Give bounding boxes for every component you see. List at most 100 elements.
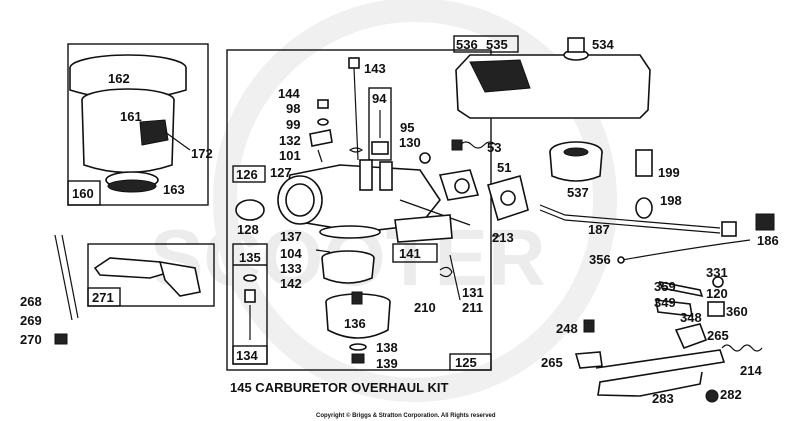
bracket-265-a bbox=[674, 323, 708, 350]
label-265-top: 265 bbox=[707, 328, 729, 343]
label-214: 214 bbox=[740, 363, 762, 378]
label-box-126 bbox=[232, 165, 266, 183]
label-282: 282 bbox=[720, 387, 742, 402]
label-101: 101 bbox=[279, 148, 301, 163]
label-box-160 bbox=[67, 180, 101, 206]
linkage-frame bbox=[87, 243, 215, 307]
label-128: 128 bbox=[237, 222, 259, 237]
seat-135 bbox=[244, 289, 256, 303]
label-120: 120 bbox=[706, 286, 728, 301]
label-331: 331 bbox=[706, 265, 728, 280]
shaft-131 bbox=[399, 199, 471, 226]
label-160: 160 bbox=[72, 186, 94, 201]
spring-144 bbox=[348, 147, 364, 153]
gasket-137 bbox=[319, 225, 381, 239]
jet-box-94 bbox=[368, 87, 392, 161]
fuel-tank-group bbox=[453, 35, 651, 119]
fitting-53 bbox=[451, 139, 463, 151]
washer-120 bbox=[712, 276, 724, 288]
cable-end-356 bbox=[617, 256, 625, 264]
fitting-187 bbox=[721, 221, 737, 237]
bracket-141 bbox=[394, 214, 453, 243]
label-356: 356 bbox=[589, 252, 611, 267]
label-360: 360 bbox=[726, 304, 748, 319]
screw-98 bbox=[317, 99, 329, 109]
label-143: 143 bbox=[364, 61, 386, 76]
label-161: 161 bbox=[120, 109, 142, 124]
label-98: 98 bbox=[286, 101, 300, 116]
flange-hole bbox=[454, 178, 470, 194]
plate-283 bbox=[595, 349, 726, 397]
label-265-bottom: 265 bbox=[541, 355, 563, 370]
cable-269 bbox=[61, 234, 79, 319]
nut-270 bbox=[54, 333, 68, 345]
carburetor-frame bbox=[226, 49, 492, 371]
label-99: 99 bbox=[286, 117, 300, 132]
label-248: 248 bbox=[556, 321, 578, 336]
cable-356 bbox=[621, 239, 751, 261]
label-131: 131 bbox=[462, 285, 484, 300]
screw-130 bbox=[419, 152, 431, 164]
screw-282 bbox=[705, 389, 719, 403]
pin-104 bbox=[315, 249, 331, 253]
label-134: 134 bbox=[236, 348, 258, 363]
washer-99 bbox=[317, 118, 329, 126]
bulb-198 bbox=[635, 197, 653, 219]
label-199: 199 bbox=[658, 165, 680, 180]
needle-head-143 bbox=[348, 57, 360, 69]
screw-248 bbox=[583, 319, 595, 333]
bracket-265-b bbox=[574, 351, 603, 369]
label-213: 213 bbox=[492, 230, 514, 245]
label-537: 537 bbox=[567, 185, 589, 200]
spring-210 bbox=[439, 266, 453, 278]
copyright-notice: Copyright © Briggs & Stratton Corporatio… bbox=[316, 412, 496, 419]
label-box-125 bbox=[449, 353, 492, 371]
label-126: 126 bbox=[236, 167, 258, 182]
cap-top-534 bbox=[567, 37, 585, 53]
label-348: 348 bbox=[680, 310, 702, 325]
label-534: 534 bbox=[592, 37, 614, 52]
gasket-hole-51 bbox=[500, 190, 516, 206]
link-349 bbox=[658, 280, 704, 298]
label-187: 187 bbox=[588, 222, 610, 237]
part-labels: 162 161 172 160 163 268 269 270 271 143 … bbox=[20, 37, 779, 406]
nut-139 bbox=[351, 353, 365, 364]
fuel-line-187-b bbox=[539, 209, 721, 234]
leader-172 bbox=[164, 131, 191, 151]
label-536: 536 bbox=[456, 37, 478, 52]
label-136: 136 bbox=[344, 316, 366, 331]
clamp-186 bbox=[755, 213, 775, 231]
filter-core-537 bbox=[563, 147, 589, 157]
label-186: 186 bbox=[757, 233, 779, 248]
label-104: 104 bbox=[280, 246, 302, 261]
float-133 bbox=[321, 257, 375, 284]
label-268: 268 bbox=[20, 294, 42, 309]
label-130: 130 bbox=[399, 135, 421, 150]
linkage-group bbox=[54, 234, 215, 345]
label-box-271 bbox=[87, 287, 121, 307]
link-211 bbox=[449, 254, 461, 301]
spring-214 bbox=[721, 344, 763, 352]
label-138: 138 bbox=[376, 340, 398, 355]
label-269: 269 bbox=[20, 313, 42, 328]
watermark-ring bbox=[213, 0, 617, 402]
label-198: 198 bbox=[660, 193, 682, 208]
label-137: 137 bbox=[280, 229, 302, 244]
fuel-line-187 bbox=[539, 204, 721, 229]
label-box-141 bbox=[392, 243, 438, 263]
filter-535 bbox=[469, 59, 531, 93]
label-139: 139 bbox=[376, 356, 398, 371]
label-210: 210 bbox=[414, 300, 436, 315]
bowl-136 bbox=[325, 301, 391, 339]
label-box-536 bbox=[453, 35, 519, 53]
bowl-nut bbox=[351, 291, 363, 305]
label-163: 163 bbox=[163, 182, 185, 197]
label-172: 172 bbox=[191, 146, 213, 161]
label-162: 162 bbox=[108, 71, 130, 86]
label-144: 144 bbox=[278, 86, 300, 101]
label-95: 95 bbox=[400, 120, 414, 135]
air-cleaner-frame bbox=[67, 43, 209, 206]
spring-53 bbox=[459, 141, 497, 149]
